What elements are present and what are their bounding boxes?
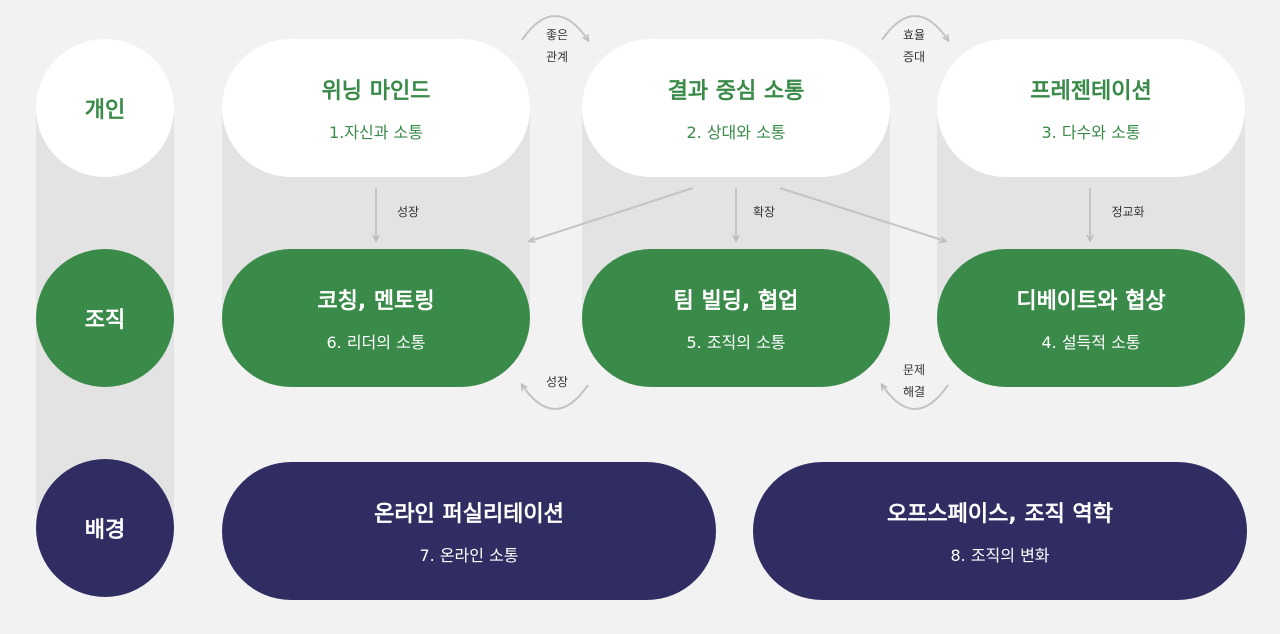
label-good-relation-line2: 관계 [545, 50, 569, 64]
label-refine: 정교화 [1111, 205, 1145, 219]
label-growth-bottom: 성장 [545, 375, 569, 389]
card-online-facilitation-subtitle: 7. 온라인 소통 [419, 546, 519, 565]
card-winning-mind-subtitle: 1.자신과 소통 [329, 123, 423, 142]
label-growth-top: 성장 [396, 205, 420, 219]
row-label-organization-text: 조직 [84, 308, 126, 333]
row-label-organization: 조직 [36, 249, 174, 387]
row-label-personal: 개인 [36, 39, 174, 177]
label-good-relation-line1: 좋은 [545, 28, 569, 42]
label-expand: 확장 [752, 205, 776, 219]
arrow-growth-bottom [522, 385, 589, 410]
row-label-background: 배경 [36, 459, 174, 597]
label-good-relation: 좋은 관계 [527, 24, 587, 68]
card-open-space-subtitle: 8. 조직의 변화 [950, 546, 1050, 565]
card-team-building-subtitle: 5. 조직의 소통 [686, 333, 786, 352]
card-open-space: 오프스페이스, 조직 역학 8. 조직의 변화 [753, 462, 1247, 600]
arrow-result-to-coaching [530, 187, 694, 241]
row-label-personal-text: 개인 [84, 98, 126, 123]
label-efficiency-line2: 증대 [902, 50, 926, 64]
card-result-communication-title: 결과 중심 소통 [667, 79, 805, 104]
card-team-building: 팀 빌딩, 협업 5. 조직의 소통 [582, 249, 890, 387]
card-coaching-subtitle: 6. 리더의 소통 [326, 333, 426, 352]
label-efficiency-line1: 효율 [902, 28, 926, 42]
card-team-building-title: 팀 빌딩, 협업 [673, 289, 799, 314]
card-debate: 디베이트와 협상 4. 설득적 소통 [937, 249, 1245, 387]
card-presentation: 프레젠테이션 3. 다수와 소통 [937, 39, 1245, 177]
card-debate-subtitle: 4. 설득적 소통 [1041, 333, 1141, 352]
arrow-good-relation [521, 15, 588, 40]
card-winning-mind-title: 위닝 마인드 [321, 79, 431, 104]
card-online-facilitation-title: 온라인 퍼실리테이션 [374, 502, 564, 527]
label-problem-solving-line1: 문제 [902, 363, 926, 377]
label-problem-solving-line2: 해결 [902, 385, 926, 399]
card-coaching: 코칭, 멘토링 6. 리더의 소통 [222, 249, 530, 387]
card-online-facilitation: 온라인 퍼실리테이션 7. 온라인 소통 [222, 462, 716, 600]
arrow-result-to-debate [779, 187, 945, 241]
card-result-communication-subtitle: 2. 상대와 소통 [686, 123, 786, 142]
card-winning-mind: 위닝 마인드 1.자신과 소통 [222, 39, 530, 177]
card-coaching-title: 코칭, 멘토링 [317, 289, 435, 314]
card-debate-title: 디베이트와 협상 [1016, 289, 1166, 314]
card-open-space-title: 오프스페이스, 조직 역학 [886, 502, 1114, 527]
arrow-efficiency [881, 15, 948, 40]
card-result-communication: 결과 중심 소통 2. 상대와 소통 [582, 39, 890, 177]
arrow-problem-solving [882, 385, 949, 410]
row-label-background-text: 배경 [84, 518, 126, 543]
label-problem-solving: 문제 해결 [884, 359, 944, 403]
label-efficiency: 효율 증대 [884, 24, 944, 68]
card-presentation-title: 프레젠테이션 [1030, 79, 1152, 104]
card-presentation-subtitle: 3. 다수와 소통 [1041, 123, 1141, 142]
